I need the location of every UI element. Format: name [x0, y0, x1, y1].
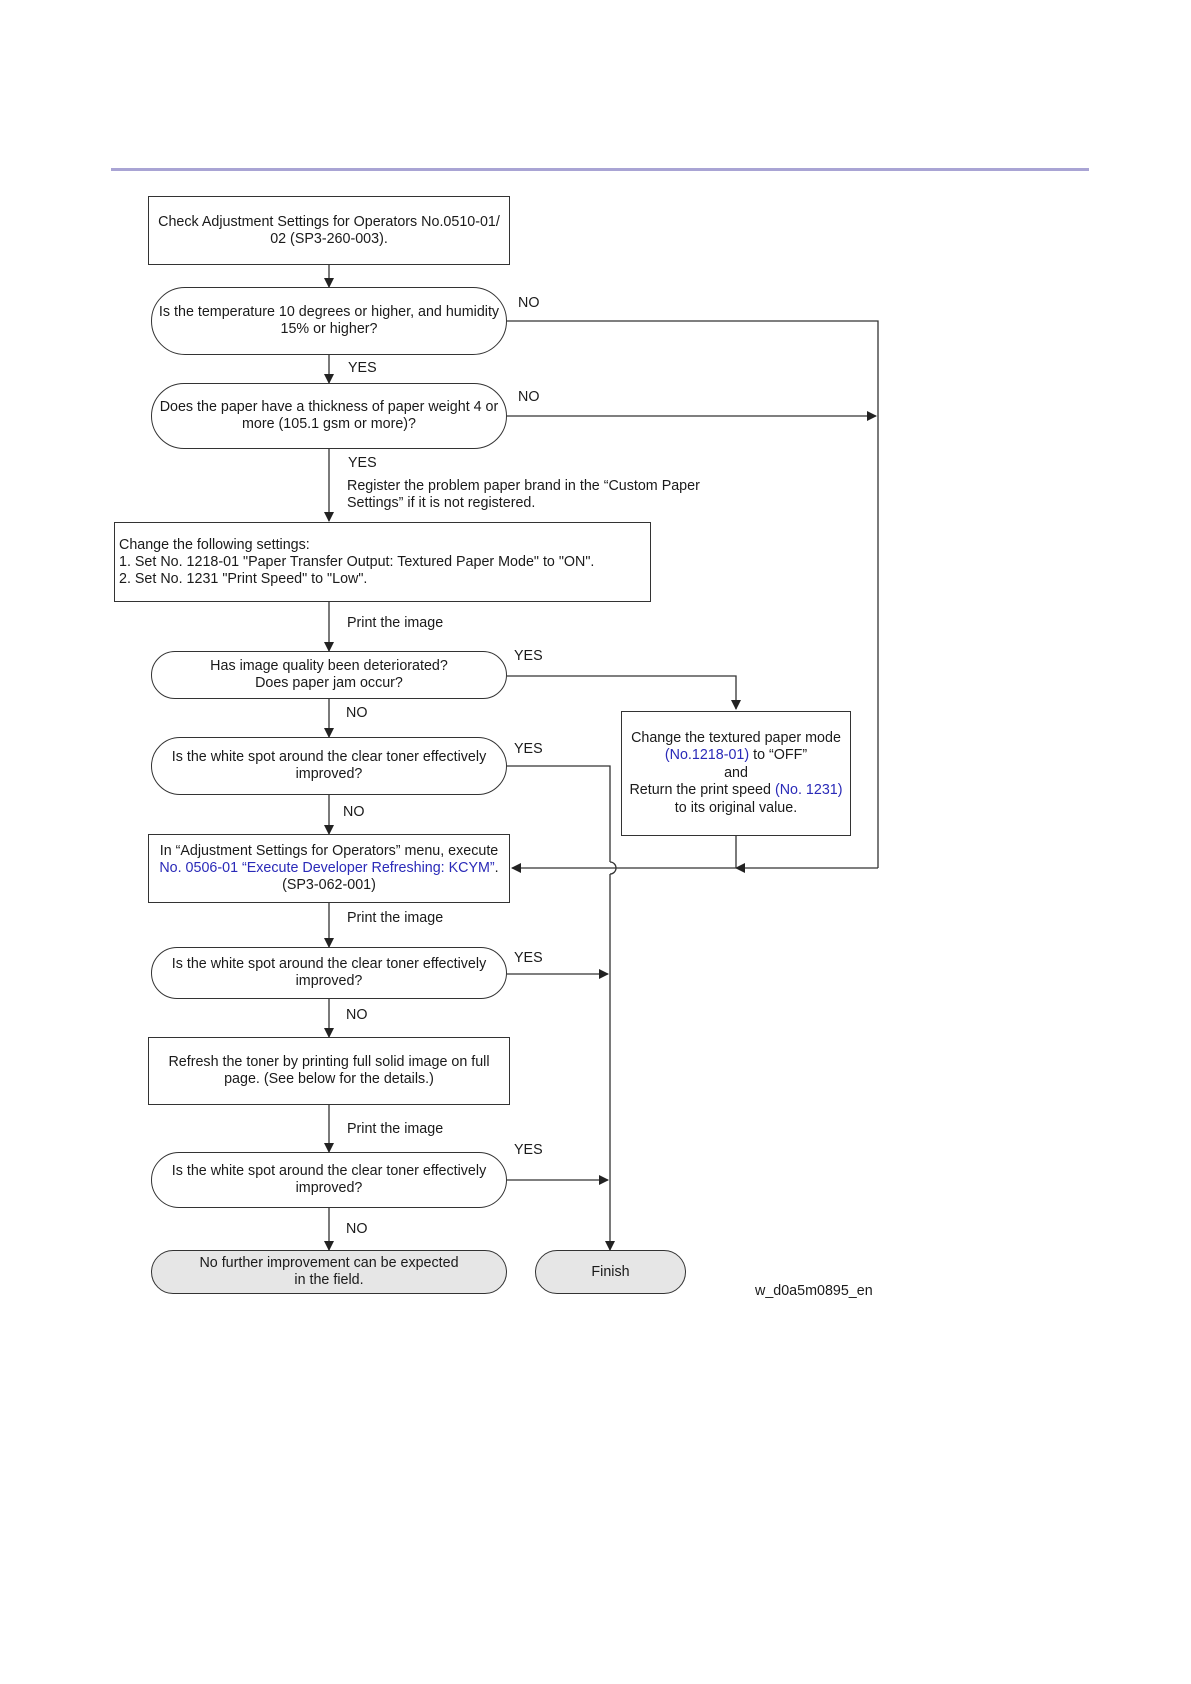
- label-yes-spot-1: YES: [514, 741, 543, 757]
- label-no-thickness: NO: [518, 389, 540, 405]
- line-spot1-yes: [507, 765, 611, 862]
- label-no-spot-3: NO: [346, 1221, 368, 1237]
- line-hop: [609, 861, 617, 875]
- print-speed-link[interactable]: (No. 1231): [774, 782, 843, 799]
- white-spot-decision-3: Is the white spot around the clear toner…: [151, 1152, 507, 1208]
- label-no-deteriorated: NO: [346, 705, 368, 721]
- label-print-3: Print the image: [347, 1121, 444, 1137]
- label-yes-spot-3: YES: [514, 1142, 543, 1158]
- white-spot-decision-2: Is the white spot around the clear toner…: [151, 947, 507, 999]
- register-note: Register the problem paper brand in the …: [347, 478, 700, 511]
- label-no-temperature: NO: [518, 295, 540, 311]
- header-rule: [111, 168, 1089, 171]
- change-textured-box: Change the textured paper mode (No.1218-…: [621, 711, 851, 836]
- label-no-spot-2: NO: [346, 1007, 368, 1023]
- label-yes-temperature: YES: [348, 360, 377, 376]
- textured-mode-link[interactable]: (No.1218-01): [664, 747, 750, 764]
- label-yes-deteriorated: YES: [514, 648, 543, 664]
- paper-thickness-decision: Does the paper have a thickness of paper…: [151, 383, 507, 449]
- label-yes-thickness: YES: [348, 455, 377, 471]
- developer-refresh-box: In “Adjustment Settings for Operators” m…: [148, 834, 510, 903]
- line-deteriorated-yes: [507, 675, 741, 710]
- line-temp-no: [507, 320, 879, 868]
- label-print-1: Print the image: [347, 615, 444, 631]
- label-print-2: Print the image: [347, 910, 444, 926]
- finish-terminal: Finish: [535, 1250, 686, 1294]
- check-settings-box: Check Adjustment Settings for Operators …: [148, 196, 510, 265]
- change-settings-box: Change the following settings:1. Set No.…: [114, 522, 651, 602]
- label-yes-spot-2: YES: [514, 950, 543, 966]
- deteriorated-decision: Has image quality been deteriorated?Does…: [151, 651, 507, 699]
- white-spot-decision-1: Is the white spot around the clear toner…: [151, 737, 507, 795]
- refresh-toner-box: Refresh the toner by printing full solid…: [148, 1037, 510, 1105]
- developer-refresh-link[interactable]: No. 0506-01 “Execute Developer Refreshin…: [159, 860, 495, 876]
- temperature-decision: Is the temperature 10 degrees or higher,…: [151, 287, 507, 355]
- figure-id: w_d0a5m0895_en: [755, 1283, 873, 1299]
- label-no-spot-1: NO: [343, 804, 365, 820]
